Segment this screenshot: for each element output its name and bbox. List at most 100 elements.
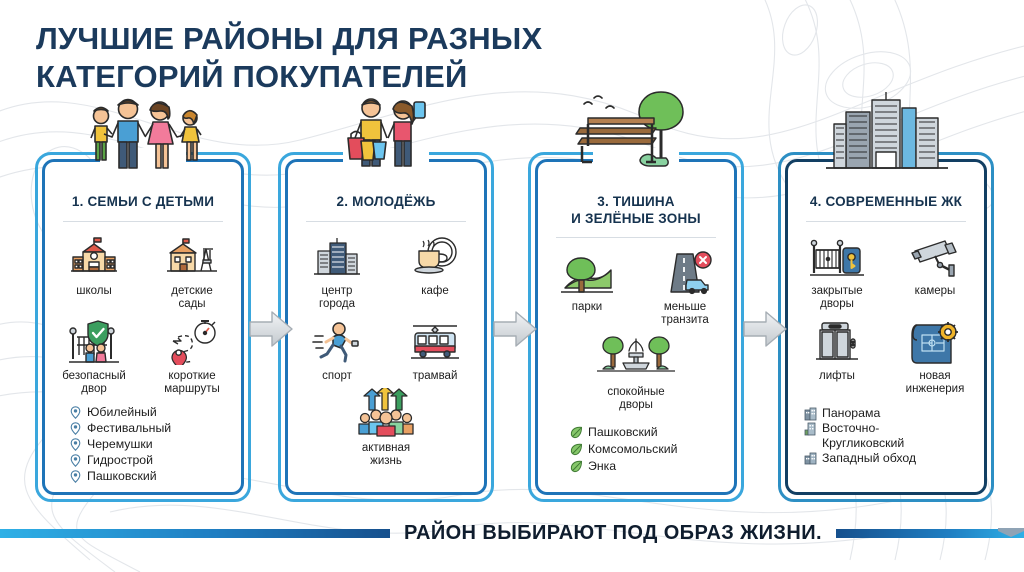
list-item[interactable]: Панорама bbox=[804, 406, 982, 421]
place-list: Панорама Восточно- Кругликовский Западны… bbox=[790, 406, 982, 466]
feature-label: закрытые дворы bbox=[811, 285, 863, 311]
list-item[interactable]: Западный обход bbox=[804, 451, 982, 466]
place-name: Энка bbox=[588, 459, 617, 474]
card-body: 1. СЕМЬИ С ДЕТЬМИ bbox=[47, 164, 239, 490]
list-item[interactable]: Фестивальный bbox=[69, 421, 239, 436]
footer-corner-wedge bbox=[998, 528, 1024, 537]
list-item[interactable]: Комсомольский bbox=[570, 442, 732, 457]
feature-item[interactable]: лифты bbox=[791, 315, 883, 396]
elevator-icon bbox=[812, 315, 862, 369]
card-divider bbox=[63, 221, 223, 222]
list-item[interactable]: Юбилейный bbox=[69, 405, 239, 420]
list-item[interactable]: Черемушки bbox=[69, 437, 239, 452]
security-camera-icon bbox=[907, 230, 963, 284]
gated-courtyard-key-icon bbox=[808, 230, 866, 284]
list-item[interactable]: Гидрострой bbox=[69, 453, 239, 468]
feature-label: кафе bbox=[421, 285, 449, 297]
list-item[interactable]: Энка bbox=[570, 459, 732, 474]
place-name: Фестивальный bbox=[87, 421, 172, 436]
family-with-children-icon bbox=[68, 94, 218, 172]
leaf-icon bbox=[570, 425, 583, 440]
young-couple-shopping-icon bbox=[311, 94, 461, 172]
place-list: Пашковский Комсомольский Энка bbox=[540, 425, 732, 476]
feature-grid: парки bbox=[540, 246, 732, 416]
place-name: Черемушки bbox=[87, 437, 153, 452]
arrow-card3-to-card4 bbox=[742, 307, 788, 351]
list-item[interactable]: Восточно- Кругликовский bbox=[804, 421, 982, 451]
card-title: 2. МОЛОДЁЖЬ bbox=[336, 194, 436, 209]
feature-label: трамвай bbox=[412, 370, 458, 383]
footer-bar-left bbox=[0, 528, 390, 538]
feature-item[interactable]: новая инженерия bbox=[889, 315, 981, 396]
card-modern-complexes[interactable]: 4. СОВРЕМЕННЫЕ ЖК bbox=[778, 92, 994, 502]
card-body: 4. СОВРЕМЕННЫЕ ЖК bbox=[790, 164, 982, 490]
map-pin-icon bbox=[69, 469, 82, 484]
feature-grid: школы bbox=[47, 230, 239, 400]
card-quiet-green[interactable]: 3. ТИШИНА И ЗЕЛЁНЫЕ ЗОНЫ bbox=[528, 91, 744, 502]
leaf-icon bbox=[570, 442, 583, 457]
map-pin-icon bbox=[69, 405, 82, 420]
footer-text: РАЙОН ВЫБИРАЮТ ПОД ОБРАЗ ЖИЗНИ. bbox=[404, 521, 822, 544]
feature-label: безопасный двор bbox=[62, 370, 126, 396]
card-divider bbox=[306, 221, 466, 222]
city-center-skyscraper-icon bbox=[311, 230, 363, 284]
feature-item[interactable]: активная жизнь bbox=[290, 387, 482, 468]
feature-item[interactable]: парки bbox=[541, 246, 633, 327]
park-bench-tree-icon bbox=[561, 86, 711, 172]
feature-label: школы bbox=[76, 285, 112, 297]
modern-highrise-buildings-icon bbox=[811, 90, 961, 174]
feature-item[interactable]: детские сады bbox=[146, 230, 238, 311]
feature-label: парки bbox=[571, 300, 603, 313]
no-transit-traffic-icon bbox=[657, 246, 713, 300]
card-youth[interactable]: 2. МОЛОДЁЖЬ bbox=[278, 98, 494, 502]
feature-label: детские сады bbox=[171, 285, 213, 311]
place-name: Восточно- Кругликовский bbox=[822, 421, 905, 451]
feature-item[interactable]: короткие маршруты bbox=[146, 315, 238, 396]
feature-item[interactable]: спорт bbox=[291, 315, 383, 383]
active-life-crowd-icon bbox=[349, 387, 423, 441]
sport-running-icon bbox=[311, 315, 363, 369]
feature-item[interactable]: кафе bbox=[389, 230, 481, 311]
feature-item[interactable]: закрытые дворы bbox=[791, 230, 883, 311]
leaf-icon bbox=[570, 459, 583, 474]
building-icon bbox=[804, 406, 817, 421]
place-name: Юбилейный bbox=[87, 405, 157, 420]
feature-item[interactable]: школы bbox=[48, 230, 140, 311]
card-title: 4. СОВРЕМЕННЫЕ ЖК bbox=[809, 194, 963, 209]
feature-label: новая инженерия bbox=[905, 370, 965, 396]
arrow-card2-to-card3 bbox=[492, 307, 538, 351]
card-families[interactable]: 1. СЕМЬИ С ДЕТЬМИ bbox=[35, 98, 251, 502]
feature-label: спокойные дворы bbox=[607, 385, 665, 412]
feature-item[interactable]: спокойные дворы bbox=[540, 331, 732, 412]
feature-item[interactable]: безопасный двор bbox=[48, 315, 140, 396]
short-route-stopwatch-icon bbox=[165, 315, 219, 369]
feature-label: короткие маршруты bbox=[164, 370, 220, 396]
feature-label: меньше транзита bbox=[661, 300, 709, 326]
feature-grid: центр города bbox=[290, 230, 482, 473]
place-name: Панорама bbox=[822, 406, 881, 421]
place-name: Комсомольский bbox=[588, 442, 678, 457]
page-title: ЛУЧШИЕ РАЙОНЫ ДЛЯ РАЗНЫХ КАТЕГОРИЙ ПОКУП… bbox=[36, 20, 676, 96]
feature-item[interactable]: камеры bbox=[889, 230, 981, 311]
feature-label: спорт bbox=[322, 370, 352, 383]
feature-label: лифты bbox=[819, 370, 855, 383]
list-item[interactable]: Пашковский bbox=[69, 469, 239, 484]
feature-item[interactable]: меньше транзита bbox=[639, 246, 731, 327]
tram-icon bbox=[407, 315, 463, 369]
kindergarten-playground-icon bbox=[165, 230, 219, 284]
feature-grid: закрытые дворы bbox=[790, 230, 982, 400]
list-item[interactable]: Пашковский bbox=[570, 425, 732, 440]
card-frame-inner bbox=[285, 159, 487, 495]
feature-item[interactable]: трамвай bbox=[389, 315, 481, 383]
map-pin-icon bbox=[69, 421, 82, 436]
quiet-courtyard-fountain-icon bbox=[593, 331, 679, 385]
feature-item[interactable]: центр города bbox=[291, 230, 383, 311]
arrow-card1-to-card2 bbox=[248, 307, 294, 351]
feature-label: активная жизнь bbox=[361, 442, 411, 468]
school-building-icon bbox=[69, 230, 119, 284]
card-frame-inner bbox=[535, 159, 737, 495]
place-list: Юбилейный Фестивальный Черемушки bbox=[47, 405, 239, 485]
page-title-line-1: ЛУЧШИЕ РАЙОНЫ ДЛЯ РАЗНЫХ bbox=[36, 21, 543, 56]
footer-bar-right bbox=[835, 528, 1024, 538]
